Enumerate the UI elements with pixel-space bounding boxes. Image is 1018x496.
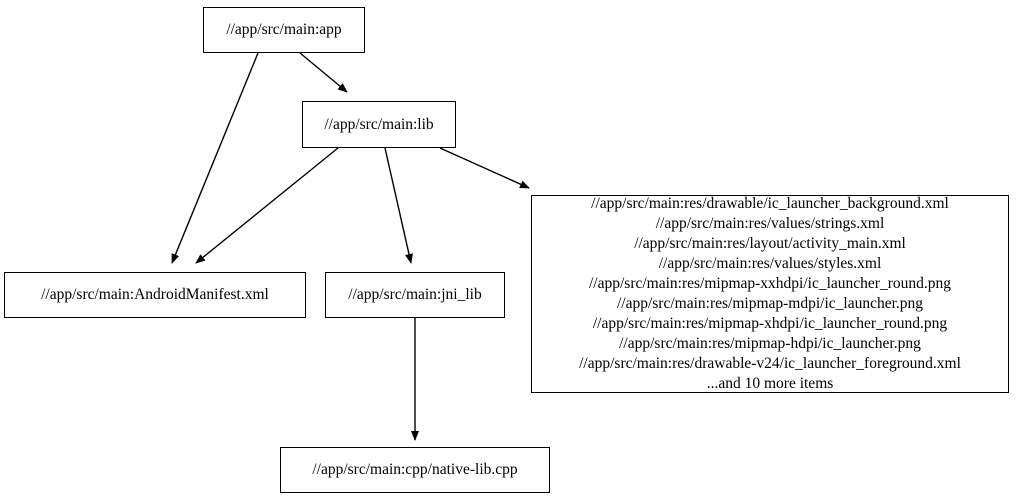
edge-lib-to-manifest <box>195 147 339 264</box>
graph-node-android-manifest-label: //app/src/main:AndroidManifest.xml <box>41 286 269 304</box>
graph-node-native-lib-cpp[interactable]: //app/src/main:cpp/native-lib.cpp <box>280 447 550 493</box>
graph-node-lib-label: //app/src/main:lib <box>324 115 434 133</box>
graph-node-res-group[interactable]: //app/src/main:res/drawable/ic_launcher_… <box>531 195 1009 393</box>
graph-node-lib[interactable]: //app/src/main:lib <box>302 101 456 148</box>
graph-node-jni-lib-label: //app/src/main:jni_lib <box>348 286 482 304</box>
edge-app-to-manifest <box>171 52 259 264</box>
graph-node-android-manifest[interactable]: //app/src/main:AndroidManifest.xml <box>4 272 306 318</box>
graph-node-app-label: //app/src/main:app <box>226 21 342 39</box>
graph-node-native-lib-cpp-label: //app/src/main:cpp/native-lib.cpp <box>312 461 518 479</box>
edge-lib-to-jnilib <box>384 147 413 264</box>
edge-app-to-lib <box>299 52 348 93</box>
graph-node-app[interactable]: //app/src/main:app <box>203 7 365 53</box>
edge-lib-to-res <box>439 147 530 189</box>
graph-node-jni-lib[interactable]: //app/src/main:jni_lib <box>325 272 505 318</box>
graph-node-res-group-label: //app/src/main:res/drawable/ic_launcher_… <box>579 195 961 392</box>
